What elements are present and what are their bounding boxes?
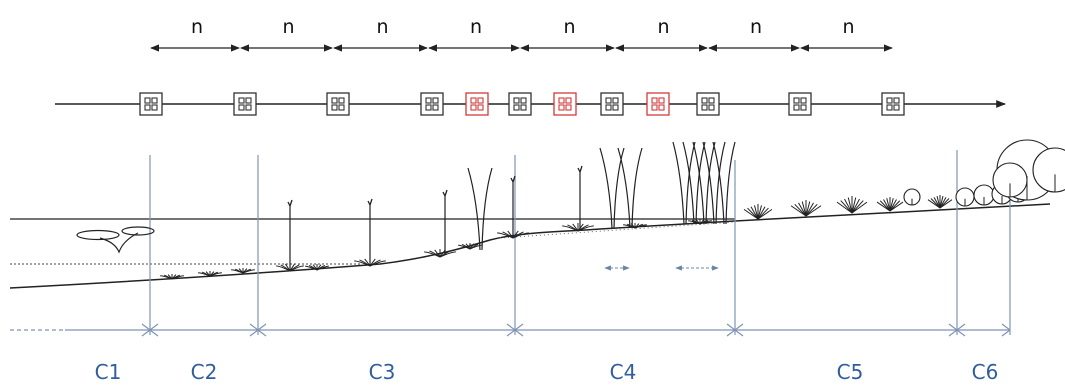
additional-station-icon [553, 92, 577, 116]
tall-flower-icon [442, 189, 448, 255]
rosette-plant-icon [458, 243, 482, 250]
rosette-plant-icon [276, 263, 304, 272]
shrub-icon [1032, 147, 1065, 193]
zone-extent-arrows [10, 323, 1011, 337]
reed-icon [599, 147, 625, 229]
shrub-icon [992, 162, 1028, 198]
shrub-icon [973, 184, 995, 206]
shore-dotted-edge [499, 221, 736, 239]
additional-station-icon [646, 92, 670, 116]
spacing-label: n [750, 16, 762, 38]
rosette-plant-icon [354, 258, 386, 267]
station-icon [139, 92, 163, 116]
tussock-icon [743, 204, 773, 220]
tall-flower-icon [510, 175, 516, 238]
spacing-label: n [842, 16, 854, 38]
station-icon [788, 92, 812, 116]
ground-profile [9, 203, 1051, 289]
additional-station-icon [465, 92, 489, 116]
station-icon [696, 92, 720, 116]
reed-icon [712, 141, 736, 225]
rosette-plant-icon [424, 249, 456, 258]
tussock-icon [790, 200, 822, 217]
tussock-icon [876, 197, 904, 212]
floating-leaf-icon [76, 226, 155, 254]
tall-flower-icon [367, 198, 373, 265]
rosette-plant-icon [562, 223, 594, 232]
zone-label-c4: C4 [610, 360, 637, 384]
reed-icon [672, 141, 696, 225]
spacing-label: n [563, 16, 575, 38]
station-icon [233, 92, 257, 116]
rosette-plant-icon [231, 268, 255, 274]
zone-label-c5: C5 [837, 360, 864, 384]
station-icon [508, 92, 532, 116]
station-icon [600, 92, 624, 116]
zone-label-c2: C2 [191, 360, 218, 384]
shrub-icon [955, 187, 975, 207]
spacing-label: n [376, 16, 388, 38]
vegetation [76, 139, 1065, 280]
reed-icon [467, 167, 493, 251]
zone-label-c1: C1 [95, 360, 122, 384]
zone-label-c6: C6 [972, 360, 999, 384]
zone-label-c3: C3 [369, 360, 396, 384]
shrub-icon [903, 188, 921, 206]
zone-labels: C1 C2 C3 C4 C5 C6 [95, 360, 999, 384]
spacing-label: n [282, 16, 294, 38]
rosette-plant-icon [160, 274, 184, 280]
tussock-icon [836, 196, 868, 214]
zone-boundaries [149, 150, 1011, 335]
station-icon [420, 92, 444, 116]
station-icon [881, 92, 905, 116]
reed-icon [617, 147, 643, 229]
tall-flower-icon [287, 199, 293, 270]
sampling-stations [139, 92, 905, 116]
rosette-plant-icon [623, 223, 647, 229]
spacing-label: n [657, 16, 669, 38]
tussock-icon [927, 195, 953, 209]
rosette-plant-icon [198, 271, 222, 277]
tall-flower-icon [577, 165, 583, 230]
station-icon [326, 92, 350, 116]
spacing-label: n [470, 16, 482, 38]
rosette-plant-icon [305, 264, 329, 271]
spacing-label: n [191, 16, 203, 38]
